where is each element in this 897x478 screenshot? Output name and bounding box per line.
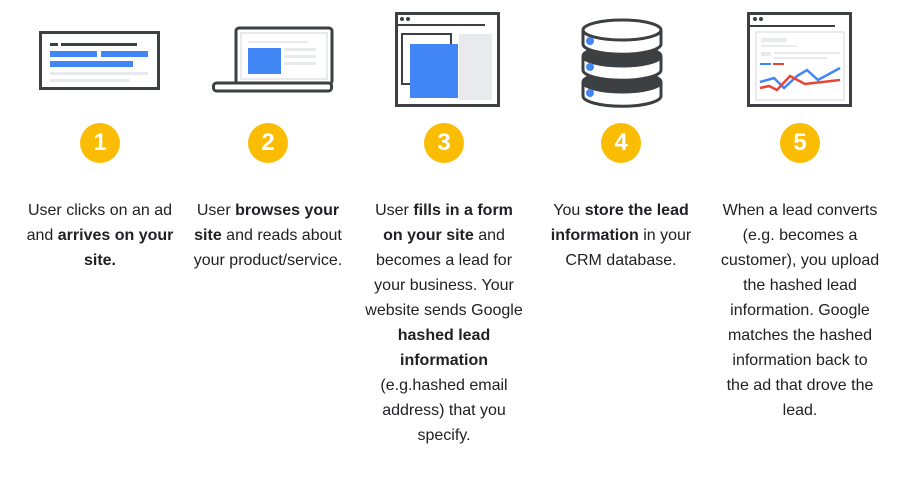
step-number-badge: 1 (80, 123, 120, 163)
laptop-icon (212, 26, 334, 93)
step-description: User browses your site and reads about y… (188, 198, 348, 273)
text: in your CRM database. (565, 227, 692, 269)
bold-text: arrives on your site. (57, 227, 174, 269)
text: User (375, 202, 414, 219)
step-number-badge: 2 (248, 123, 288, 163)
bold-text: fills in a form on your site (383, 202, 513, 244)
step-description: You store the lead information in your C… (541, 198, 701, 273)
text: (e.g.hashed email address) that you spec… (380, 377, 508, 444)
text: User (196, 202, 236, 219)
browser-form-icon (395, 12, 500, 107)
bold-text: browses your site (194, 202, 340, 244)
text: and becomes a lead for your business. Yo… (365, 227, 523, 319)
step-number-badge: 5 (780, 123, 820, 163)
text: User clicks on an ad and (26, 202, 173, 244)
step-number-badge: 4 (601, 123, 641, 163)
bold-text: hashed lead information (397, 327, 491, 369)
database-icon (581, 18, 663, 108)
step-description: User fills in a form on your site and be… (364, 198, 524, 448)
text: You (553, 202, 585, 219)
ad-icon (39, 31, 160, 90)
step-description: User clicks on an ad and arrives on your… (20, 198, 180, 273)
text: When a lead converts (e.g. becomes a cus… (720, 202, 880, 419)
report-chart-icon (747, 12, 852, 107)
step-description: When a lead converts (e.g. becomes a cus… (720, 198, 880, 423)
bold-text: store the lead information (550, 202, 689, 244)
step-number-badge: 3 (424, 123, 464, 163)
text: and reads about your product/service. (193, 227, 343, 269)
